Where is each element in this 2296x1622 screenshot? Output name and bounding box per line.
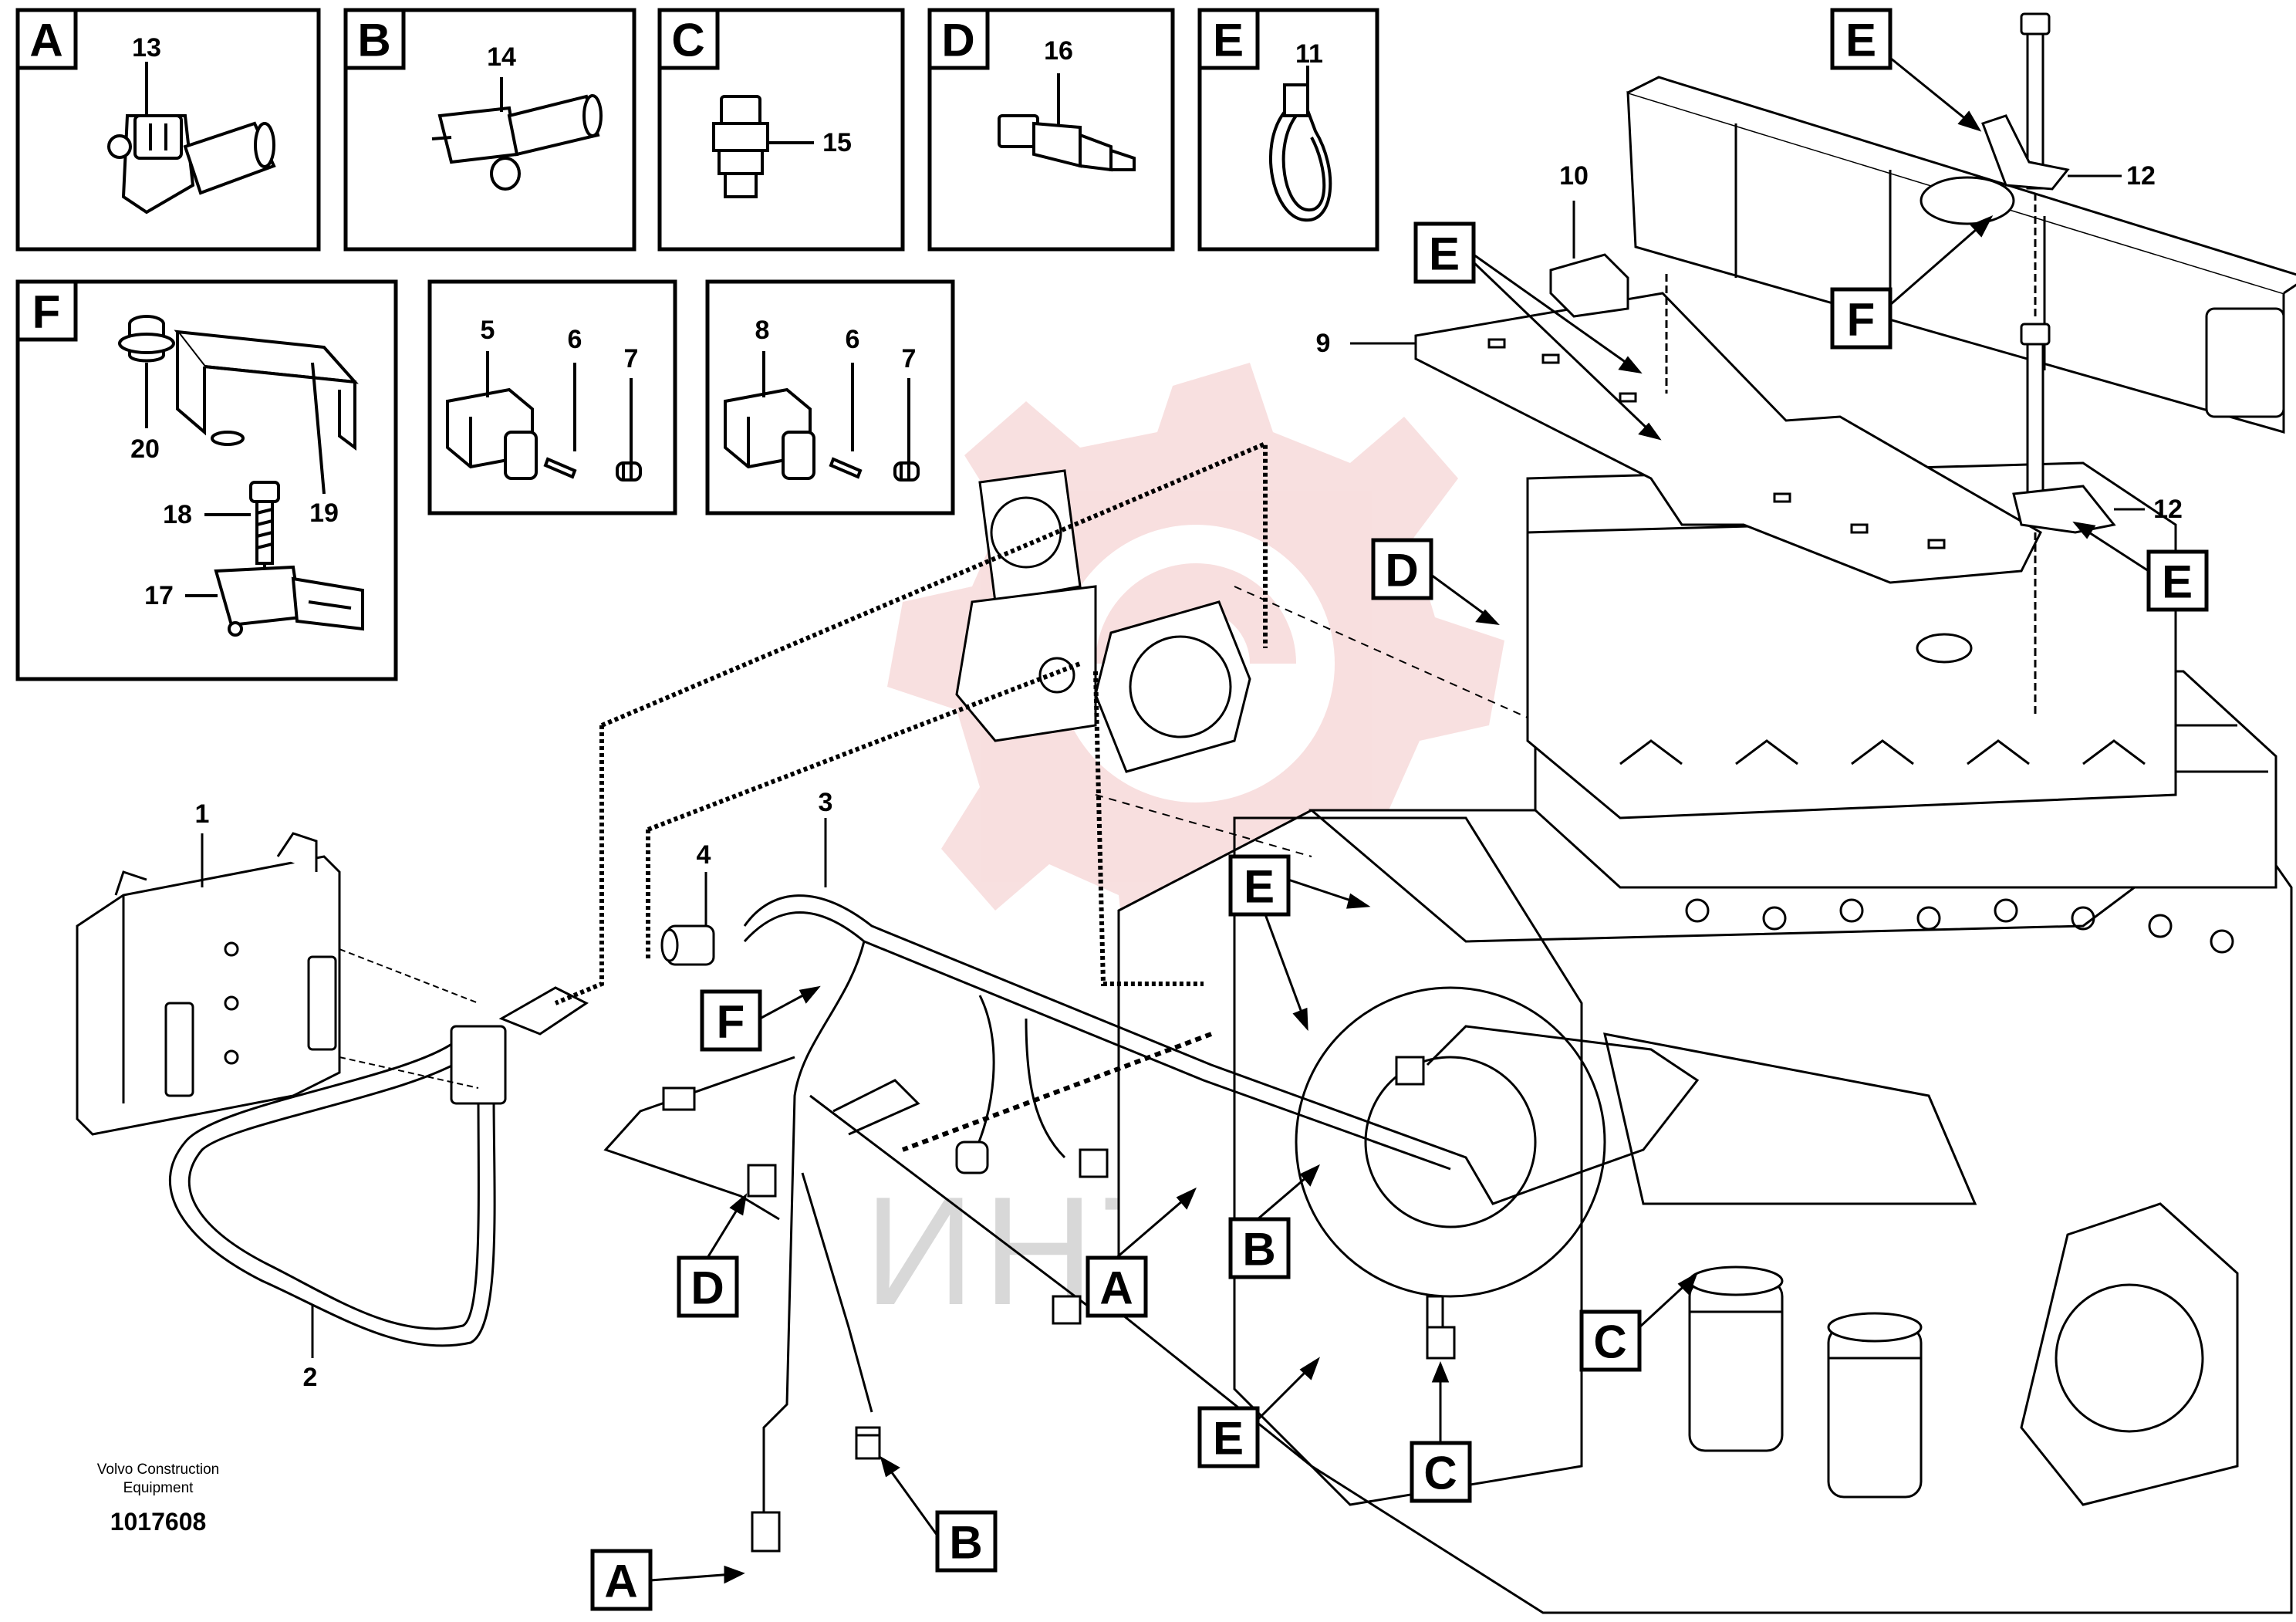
part-number-13: 13	[132, 33, 161, 63]
part-number-17: 17	[144, 581, 174, 610]
part-number-12a: 12	[2126, 161, 2156, 191]
panel-e-letter: E	[1213, 15, 1244, 66]
credit-line-2: Equipment	[123, 1480, 194, 1496]
grommet-20-icon	[118, 315, 175, 428]
exhaust-manifold-illustration	[1626, 76, 2296, 434]
part-number-1: 1	[195, 799, 210, 829]
document-number: 1017608	[110, 1508, 207, 1536]
callout-arrows	[650, 56, 2149, 1584]
part-number-12b: 12	[2153, 495, 2183, 524]
bolt-18-icon	[204, 481, 280, 575]
callout-letters: E F E E D E F D B A C E C B A	[604, 15, 2193, 1607]
part-number-5: 5	[481, 316, 495, 345]
panel-f-letter: F	[32, 286, 61, 338]
part-number-7a: 7	[624, 344, 639, 373]
intake-housing-illustration	[955, 469, 1251, 773]
part-number-3: 3	[819, 788, 833, 817]
connector-8-icon	[724, 351, 815, 480]
inset-frames	[15, 8, 1379, 681]
sensor-13-icon	[107, 62, 276, 215]
panel-c-frame	[657, 8, 905, 252]
sensor-16-icon	[998, 73, 1136, 172]
bolt-12-icon	[1981, 12, 2145, 718]
callout-a-low: A	[604, 1556, 637, 1607]
panel-g-frame	[427, 279, 677, 515]
credit-line-1: Volvo Construction	[97, 1461, 219, 1478]
part-number-10: 10	[1559, 161, 1589, 191]
engine-block-illustration	[1117, 461, 2293, 1614]
part-number-15: 15	[822, 128, 852, 157]
panel-a-letter: A	[29, 15, 62, 66]
part-number-18: 18	[163, 500, 192, 529]
part-number-8: 8	[755, 316, 770, 345]
dashed-leader-lines	[339, 440, 1528, 1152]
callout-b-mid: B	[1242, 1224, 1275, 1276]
cable-2-icon	[169, 986, 589, 1358]
panel-d-frame	[927, 8, 1175, 252]
part-number-19: 19	[309, 498, 339, 528]
callout-boxes	[590, 8, 2209, 1611]
part-number-16: 16	[1044, 36, 1073, 66]
callout-c-filter: C	[1593, 1316, 1626, 1368]
callout-f-harness: F	[717, 996, 745, 1048]
callout-e-low: E	[1213, 1413, 1244, 1465]
callout-c-low: C	[1423, 1448, 1457, 1499]
callout-e-right: E	[2162, 556, 2193, 608]
callout-d-head: D	[1385, 545, 1418, 596]
part-number-6b: 6	[846, 325, 860, 354]
part-number-14: 14	[487, 42, 516, 72]
sensor-14-icon	[431, 77, 603, 191]
panel-h-frame	[705, 279, 955, 515]
seal-7-icon-b	[893, 378, 920, 482]
callout-d-harness: D	[690, 1262, 724, 1314]
part-number-4: 4	[697, 840, 711, 870]
pin-6-icon-b	[829, 363, 863, 479]
part-number-11: 11	[1295, 39, 1323, 69]
panel-letter-tags: A B C D E F	[15, 8, 1260, 342]
callout-f-manifold: F	[1847, 294, 1876, 346]
panel-f-frame	[15, 279, 398, 681]
panel-b-letter: B	[357, 15, 390, 66]
panel-b-frame	[343, 8, 636, 252]
callout-a-mid: A	[1099, 1262, 1133, 1314]
part-number-9: 9	[1316, 329, 1331, 358]
part-number-20: 20	[130, 434, 160, 464]
panel-c-letter: C	[671, 15, 704, 66]
connector-5-icon	[446, 351, 538, 480]
bracket-9-icon	[1350, 292, 2042, 584]
panel-d-letter: D	[941, 15, 974, 66]
panel-e-frame	[1197, 8, 1379, 252]
callout-b-low: B	[949, 1517, 982, 1569]
part-number-7b: 7	[902, 344, 917, 373]
callout-e-top: E	[1845, 15, 1876, 66]
part-number-6a: 6	[568, 325, 582, 354]
callout-e-bracket: E	[1429, 228, 1460, 280]
sensor-15-icon	[712, 95, 814, 198]
clip-10-icon	[1549, 201, 1668, 394]
seal-7-icon	[616, 378, 642, 482]
panel-a-frame	[15, 8, 321, 252]
part-number-2: 2	[303, 1363, 318, 1392]
cable-tie-11-icon	[1268, 66, 1332, 222]
pin-6-icon	[543, 363, 577, 479]
sensor-17-icon	[185, 565, 364, 637]
control-unit-1-icon	[76, 832, 341, 1136]
callout-e-mid: E	[1244, 861, 1275, 913]
bracket-19-icon	[174, 329, 359, 495]
